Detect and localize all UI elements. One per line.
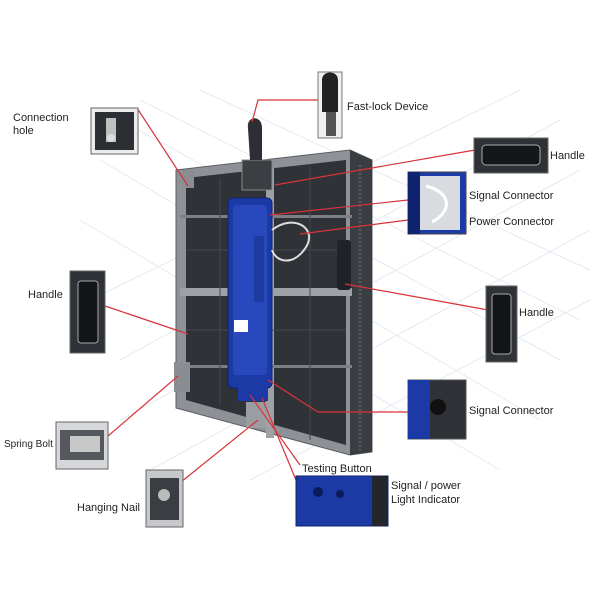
label-signal-connector-top: Signal Connector: [469, 190, 554, 202]
label-testing-button: Testing Button: [302, 463, 372, 475]
brand-logo-icon: [234, 320, 248, 332]
label-signal-connector-bottom: Signal Connector: [469, 405, 554, 417]
thumb-handle-right: [485, 285, 518, 363]
label-spring-bolt: Spring Bolt: [4, 439, 53, 450]
label-handle-left: Handle: [28, 289, 63, 301]
thumb-signal-power-connector: [407, 171, 467, 235]
thumb-signal-connector-bottom: [407, 379, 467, 440]
thumb-hanging-nail: [145, 469, 184, 528]
label-fast-lock-device: Fast-lock Device: [347, 101, 429, 113]
label-signal-power-line2: Light Indicator: [391, 494, 461, 506]
thumb-fast-lock: [317, 71, 343, 139]
label-hanging-nail: Hanging Nail: [77, 502, 140, 514]
label-handle-right: Handle: [519, 307, 554, 319]
thumb-handle-top-right: [473, 137, 549, 174]
thumb-spring-bolt: [55, 421, 109, 470]
thumb-handle-left: [69, 270, 106, 354]
thumb-connection-hole: [90, 107, 139, 155]
label-connection-hole: Connection hole: [13, 112, 69, 137]
thumb-light-indicator: [295, 475, 389, 527]
led-cabinet: [174, 118, 373, 456]
label-signal-power-line1: Signal / power: [391, 480, 461, 492]
label-handle-top-right: Handle: [550, 150, 585, 162]
leader-lines: [101, 99, 489, 483]
label-power-connector: Power Connector: [469, 216, 554, 228]
